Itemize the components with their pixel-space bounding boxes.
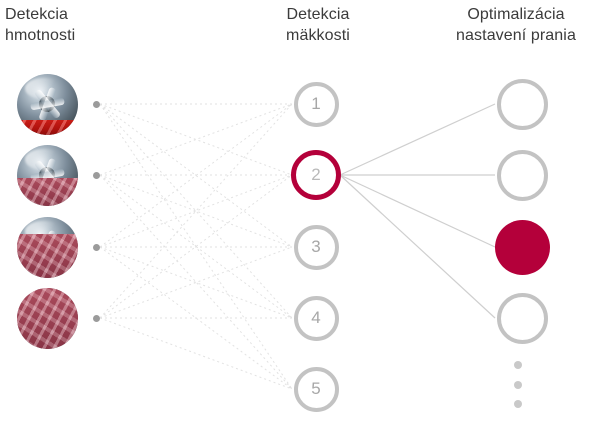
edge-input-3-hidden-4 [99, 317, 293, 390]
column-title-weight-detection: Detekcia hmotnosti [5, 6, 76, 44]
output-node-3[interactable] [494, 219, 550, 275]
laundry-fabric-fill [16, 287, 78, 349]
laundry-fabric-fill [16, 233, 78, 278]
hidden-node-label: 3 [311, 237, 321, 256]
edge-input-0-hidden-1 [99, 103, 293, 176]
input-connector-dot-2 [92, 171, 100, 179]
edge-input-1-hidden-2 [99, 174, 293, 248]
output-node-4[interactable] [496, 292, 548, 344]
hidden-node-label: 2 [311, 165, 321, 184]
input-image-1 [16, 73, 78, 135]
edge-input-1-hidden-4 [99, 174, 293, 390]
edge-hidden-2-output-3 [339, 174, 496, 319]
laundry-fabric-fill [16, 119, 78, 135]
edge-input-1-hidden-0 [99, 103, 293, 176]
output-ellipsis-dot-1 [514, 361, 522, 369]
output-ellipsis-dot-2 [514, 381, 522, 389]
edge-hidden-2-output-0 [339, 103, 496, 176]
hidden-node-3[interactable]: 3 [293, 224, 339, 270]
column-title-wash-optimization: Optimalizácia nastavení prania [456, 6, 576, 44]
edge-input-2-hidden-1 [99, 174, 293, 248]
hidden-node-5[interactable]: 5 [293, 366, 339, 412]
input-image-2 [16, 144, 78, 206]
input-connector-dot-4 [92, 314, 100, 322]
hidden-node-1[interactable]: 1 [293, 81, 339, 127]
laundry-fabric-fill [16, 177, 78, 206]
hidden-node-2[interactable]: 2 [291, 150, 341, 200]
output-node-1[interactable] [496, 78, 548, 130]
input-image-4 [16, 287, 78, 349]
edge-input-0-hidden-3 [99, 103, 293, 319]
hidden-node-4[interactable]: 4 [293, 295, 339, 341]
edge-input-3-hidden-2 [99, 246, 293, 319]
edge-hidden-2-output-2 [339, 174, 496, 248]
column-title-softness-detection: Detekcia mäkkosti [286, 6, 350, 44]
input-connector-dot-3 [92, 243, 100, 251]
hidden-node-label: 1 [311, 94, 321, 113]
hidden-node-label: 5 [311, 379, 321, 398]
edge-input-2-hidden-3 [99, 246, 293, 319]
hidden-node-label: 4 [311, 308, 321, 327]
input-image-3 [16, 216, 78, 278]
output-ellipsis-dot-3 [514, 400, 522, 408]
output-node-2[interactable] [496, 149, 548, 201]
edge-input-3-hidden-0 [99, 103, 293, 319]
input-connector-dot-1 [92, 100, 100, 108]
